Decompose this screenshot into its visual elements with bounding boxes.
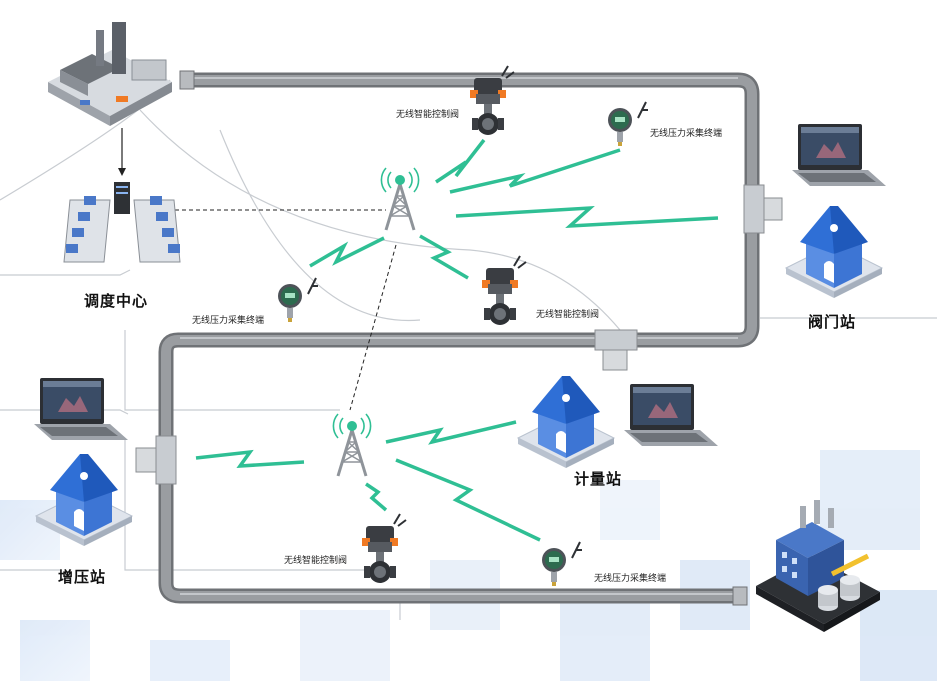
factory-building-icon — [48, 22, 172, 126]
valve-station-label: 阀门站 — [808, 313, 857, 331]
pressure-terminal-icon-3 — [541, 541, 583, 587]
laptop-icon-valve — [792, 124, 886, 186]
smart-valve-label-2: 无线智能控制阀 — [536, 310, 600, 320]
pressure-terminal-icon-2 — [277, 277, 319, 323]
arrow-down-icon — [118, 168, 126, 176]
booster-station-label: 增压站 — [58, 568, 107, 586]
smart-valve-icon-2 — [481, 255, 527, 326]
house-icon-valve-station — [785, 205, 883, 299]
wireless-signals — [195, 138, 719, 542]
pressure-terminal-label-3: 无线压力采集终端 — [594, 574, 667, 584]
workstation-cluster-icon — [63, 182, 181, 263]
pipe-tee-middle — [594, 329, 638, 371]
pipe-tee-left — [135, 435, 177, 485]
smart-valve-label-1: 无线智能控制阀 — [396, 110, 460, 120]
pipe-tee-right — [743, 184, 783, 234]
dispatch-center-label: 调度中心 — [84, 292, 149, 310]
metering-station-label: 计量站 — [574, 470, 623, 488]
pressure-terminal-label-1: 无线压力采集终端 — [650, 129, 723, 139]
background-lines — [0, 79, 937, 620]
signal-tower-icon-lower — [331, 412, 373, 478]
pressure-terminal-label-2: 无线压力采集终端 — [192, 316, 265, 326]
dashed-links — [168, 209, 397, 411]
house-icon-metering-station — [517, 375, 615, 469]
pressure-terminal-icon-1 — [607, 101, 649, 147]
smart-valve-label-3: 无线智能控制阀 — [284, 556, 348, 566]
laptop-icon-booster — [34, 378, 128, 440]
laptop-icon-metering — [624, 384, 718, 446]
pipeline-loop — [135, 70, 783, 606]
plant-factory-icon — [756, 500, 880, 632]
signal-tower-icon-upper — [379, 166, 421, 232]
smart-valve-icon-3 — [361, 513, 407, 584]
